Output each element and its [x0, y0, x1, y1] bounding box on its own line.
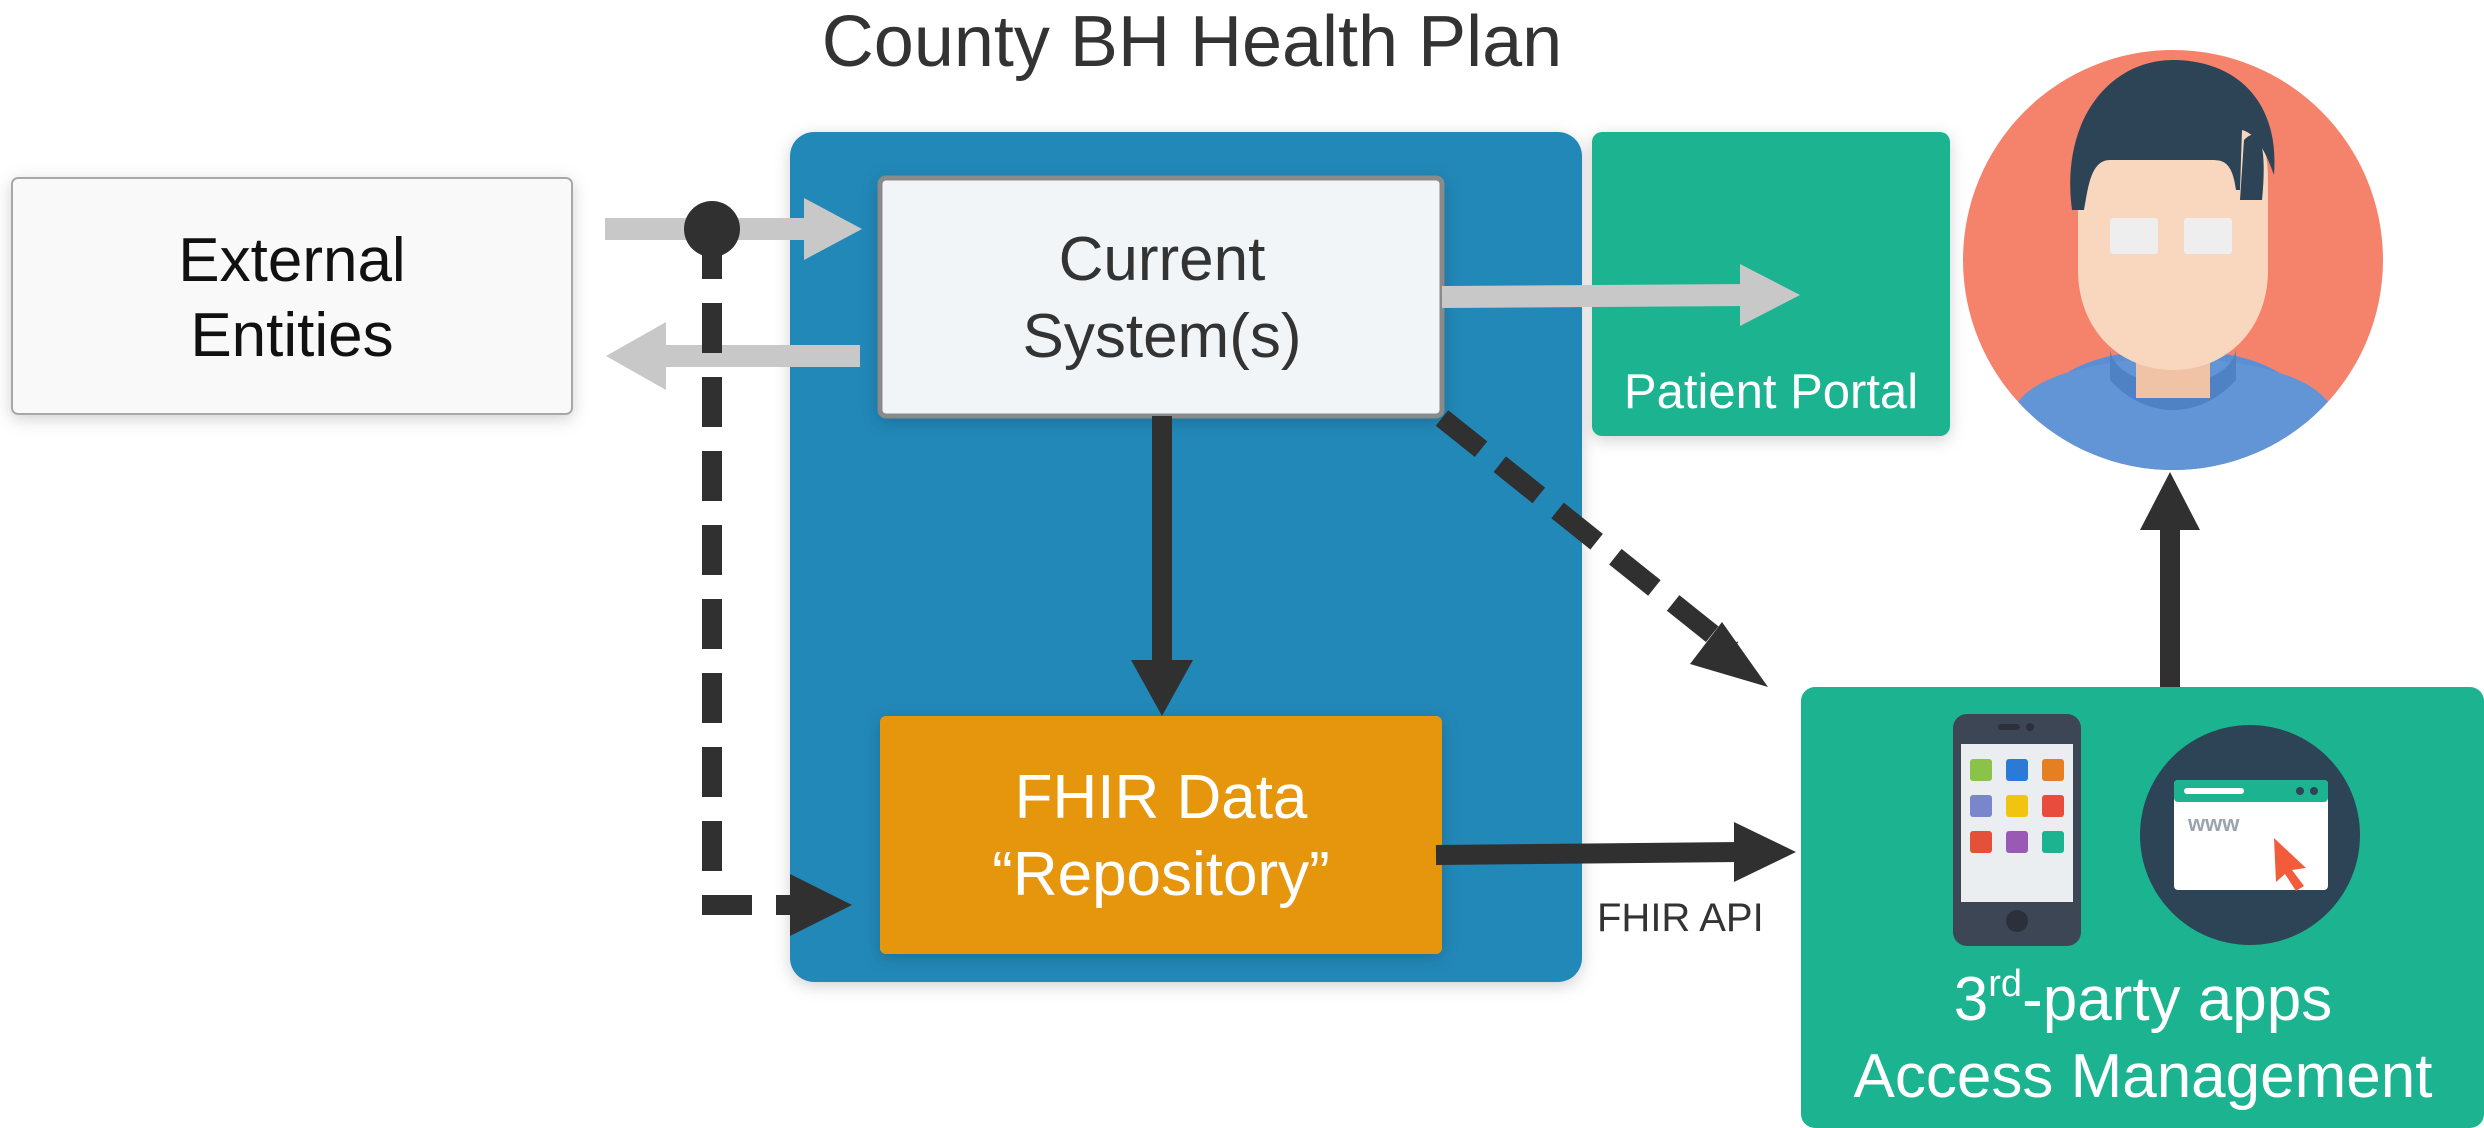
third-party-num: 3: [1954, 965, 1988, 1034]
current-systems-box: [877, 175, 1445, 419]
patient-portal-label: Patient Portal: [1624, 365, 1918, 419]
fhir-api-label: FHIR API: [1597, 896, 1764, 940]
third-party-apps-line2: Access Management: [1854, 1042, 2433, 1111]
external-entities-box: [11, 177, 573, 415]
third-party-rest: -party apps: [2022, 965, 2332, 1034]
fhir-repository-box: [880, 716, 1442, 954]
third-party-apps-line1: 3rd-party apps: [1954, 963, 2332, 1034]
apps-to-patient-arrow: [2140, 472, 2200, 687]
external-to-repository-dashed-arrow: [684, 201, 852, 936]
current-systems-line1: Current: [1059, 225, 1266, 294]
diagram-title: County BH Health Plan: [822, 2, 1562, 82]
external-entities-line1: External: [178, 226, 405, 295]
current-systems-line2: System(s): [1023, 302, 1302, 371]
browser-www-text: www: [2187, 811, 2240, 836]
external-entities-line2: Entities: [190, 301, 393, 370]
repository-to-apps-arrow: [1435, 822, 1796, 882]
fhir-repository-line1: FHIR Data: [1015, 763, 1308, 832]
current-to-apps-dashed-arrow: [1435, 410, 1768, 687]
third-party-sup: rd: [1988, 963, 2022, 1005]
current-to-repository-arrow: [1131, 416, 1193, 716]
fhir-repository-line2: “Repository”: [992, 840, 1330, 909]
web-browser-icon: www: [2140, 725, 2360, 945]
outbound-data-arrow: [606, 322, 860, 390]
user-avatar-icon: [1963, 50, 2383, 470]
smartphone-icon: [1953, 714, 2081, 946]
current-to-portal-arrow: [1441, 264, 1800, 326]
